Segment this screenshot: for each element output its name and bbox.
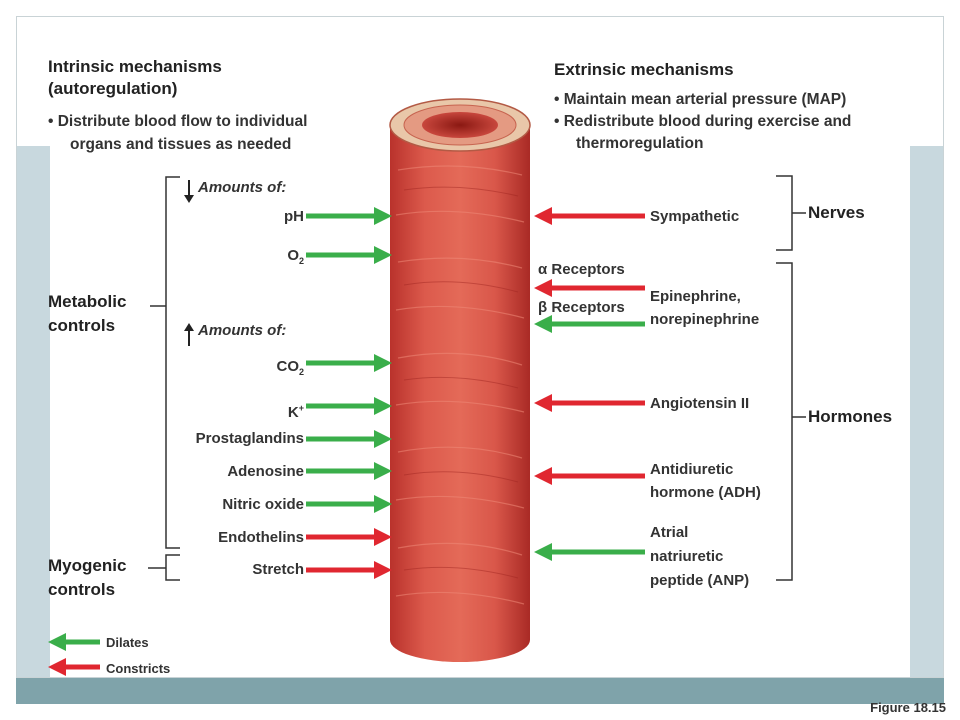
factor-anp-line2: natriuretic xyxy=(650,548,724,565)
alpha-receptors-text: Receptors xyxy=(551,261,625,278)
co2-base: CO xyxy=(276,358,299,375)
factor-k: K+ xyxy=(288,399,304,422)
slide-panel xyxy=(16,16,944,678)
arrow-angiotensin xyxy=(534,394,645,412)
vessel-lumen xyxy=(422,112,498,138)
alpha-symbol: α xyxy=(538,261,548,278)
figure-label: Figure 18.15 xyxy=(870,700,946,715)
arrow-adenosine xyxy=(306,462,392,480)
arrow-sympathetic xyxy=(534,207,645,225)
background-band-left xyxy=(16,146,50,678)
arrow-ph xyxy=(306,207,392,225)
intrinsic-bullet-line1: • Distribute blood flow to individual xyxy=(48,113,308,130)
factor-epinephrine-line2: norepinephrine xyxy=(650,311,760,328)
factor-stretch: Stretch xyxy=(252,561,304,578)
co2-subscript: 2 xyxy=(298,367,304,377)
k-superscript: + xyxy=(298,403,304,413)
factor-endothelins: Endothelins xyxy=(218,529,304,546)
factor-ph: pH xyxy=(284,208,304,225)
extrinsic-title: Extrinsic mechanisms xyxy=(554,60,734,79)
legend-constricts-label: Constricts xyxy=(106,661,171,676)
factor-co2: CO2 xyxy=(276,358,304,381)
legend-dilates-label: Dilates xyxy=(106,635,149,650)
extrinsic-bullet2-line2: thermoregulation xyxy=(576,135,704,152)
factor-alpha-receptors: α Receptors xyxy=(538,261,625,279)
arrow-prostaglandins xyxy=(306,430,392,448)
arrow-anp xyxy=(534,543,645,561)
factor-prostaglandins: Prostaglandins xyxy=(195,430,304,447)
intrinsic-title-line2: (autoregulation) xyxy=(48,79,178,98)
arrow-stretch xyxy=(306,561,392,579)
metabolic-controls-line2: controls xyxy=(48,316,116,335)
hormones-label: Hormones xyxy=(808,407,893,426)
blood-vessel xyxy=(389,98,531,662)
arrow-beta-receptors xyxy=(534,315,645,333)
factor-epinephrine-line1: Epinephrine, xyxy=(650,288,741,305)
arrow-k xyxy=(306,397,392,415)
arrow-co2 xyxy=(306,354,392,372)
metabolic-controls-line1: Metabolic xyxy=(48,292,127,311)
intrinsic-title-line1: Intrinsic mechanisms xyxy=(48,57,222,76)
legend-constricts-arrow xyxy=(48,658,100,676)
factor-adh-line2: hormone (ADH) xyxy=(650,484,761,501)
o2-base: O xyxy=(287,247,299,264)
legend-dilates-arrow xyxy=(48,633,100,651)
myogenic-controls-line1: Myogenic xyxy=(48,556,127,575)
background-band-right xyxy=(910,146,944,678)
factor-adh-line1: Antidiuretic xyxy=(650,461,734,478)
myogenic-controls-line2: controls xyxy=(48,580,116,599)
factor-beta-receptors: β Receptors xyxy=(538,299,625,317)
myogenic-bracket xyxy=(165,554,180,581)
intrinsic-bullet-line2: organs and tissues as needed xyxy=(70,136,292,153)
nerves-label: Nerves xyxy=(808,203,865,222)
factor-adenosine: Adenosine xyxy=(227,463,304,480)
nerves-bracket xyxy=(776,175,793,251)
increase-arrow-icon xyxy=(184,323,194,346)
arrow-endothelins xyxy=(306,528,392,546)
extrinsic-bullet1: • Maintain mean arterial pressure (MAP) xyxy=(554,91,847,108)
arrow-nitric-oxide xyxy=(306,495,392,513)
arrow-alpha-receptors xyxy=(534,279,645,297)
beta-receptors-text: Receptors xyxy=(551,299,625,316)
arrow-o2 xyxy=(306,246,392,264)
arrow-adh xyxy=(534,467,645,485)
factor-o2: O2 xyxy=(287,247,304,270)
decreased-amounts-label: Amounts of: xyxy=(198,179,287,196)
metabolic-bracket xyxy=(165,176,180,549)
decrease-arrow-icon xyxy=(184,180,194,203)
extrinsic-bullet2-line1: • Redistribute blood during exercise and xyxy=(554,113,852,130)
factor-angiotensin: Angiotensin II xyxy=(650,395,750,412)
hormones-bracket xyxy=(776,262,793,581)
factor-sympathetic: Sympathetic xyxy=(650,208,740,225)
o2-subscript: 2 xyxy=(298,256,304,266)
factor-anp-line1: Atrial xyxy=(650,524,689,541)
factor-nitric-oxide: Nitric oxide xyxy=(222,496,304,513)
increased-amounts-label: Amounts of: xyxy=(198,322,287,339)
k-base: K xyxy=(287,404,299,421)
beta-symbol: β xyxy=(538,299,548,316)
factor-anp-line3: peptide (ANP) xyxy=(650,572,750,589)
background-band-bottom xyxy=(16,678,944,704)
